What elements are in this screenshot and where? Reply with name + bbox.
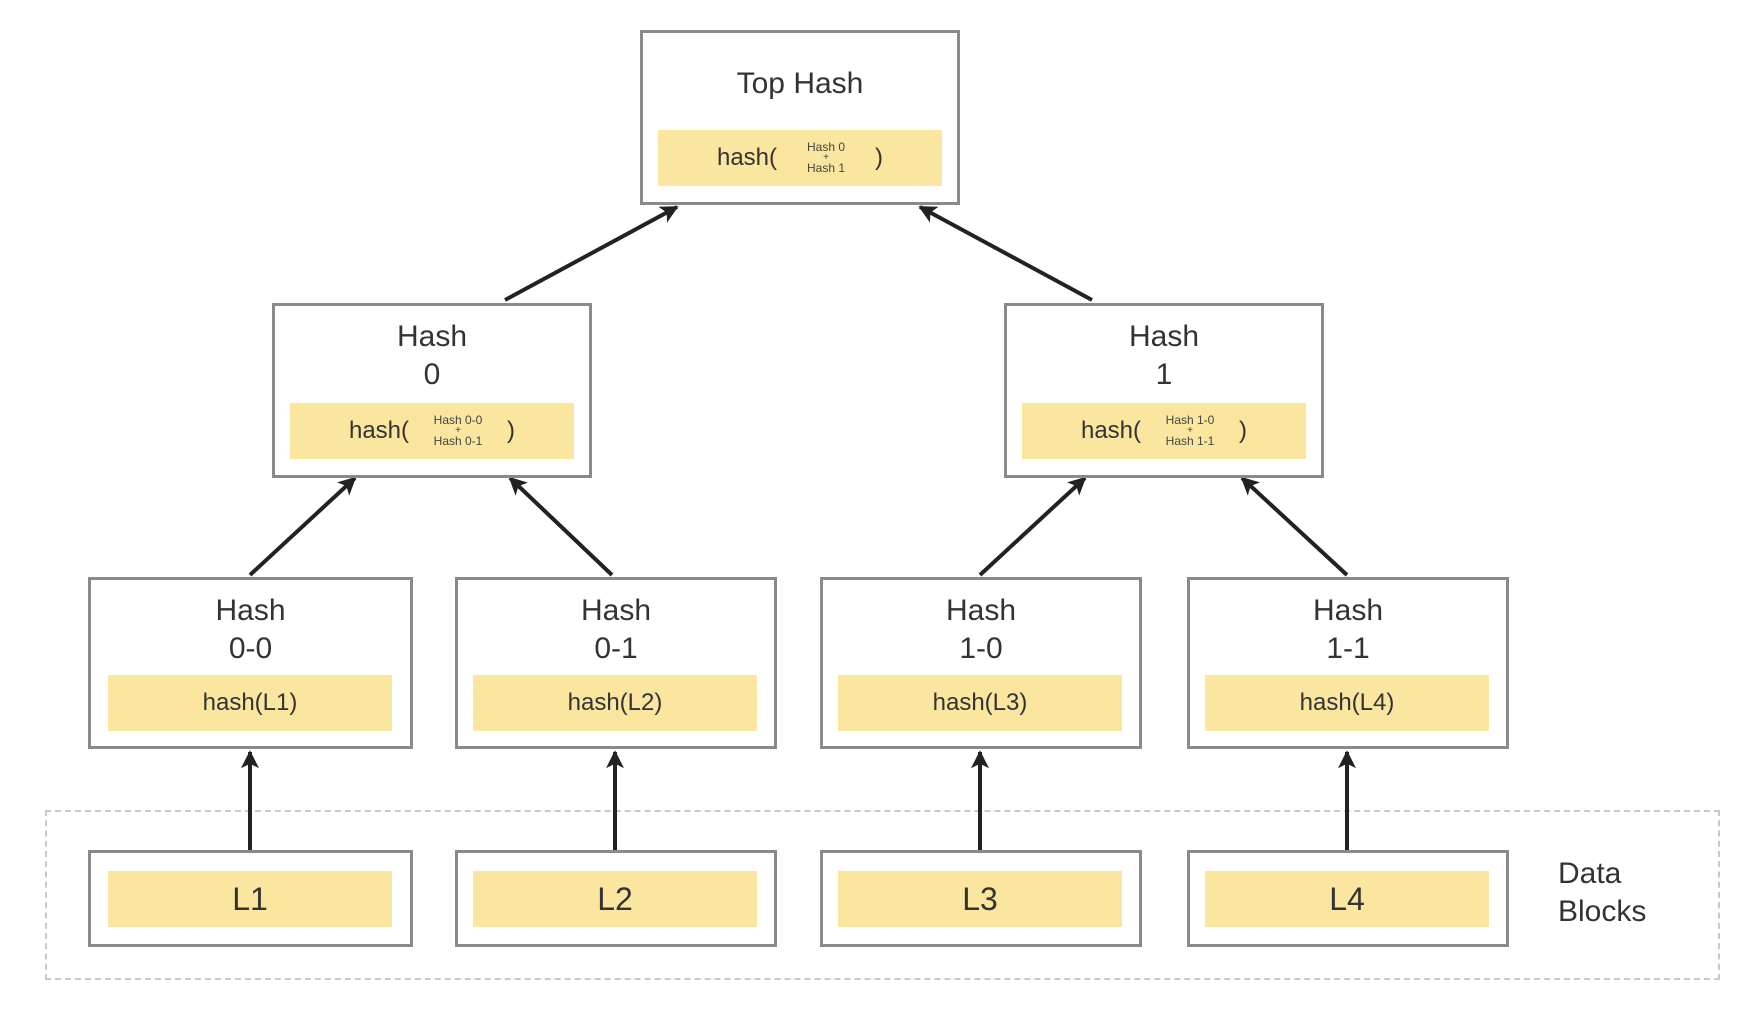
hash-0-1-node: Hash 0-1 hash(L2)	[455, 577, 777, 749]
leaf-l4-node: L4	[1187, 850, 1509, 947]
hash-0-fn-close: )	[507, 417, 516, 444]
hash-0-arg1: Hash 0-0	[433, 413, 483, 427]
data-blocks-label-line1: Data	[1558, 857, 1622, 890]
hash-1-fn-args: Hash 1-0 + Hash 1-1	[1155, 414, 1225, 448]
hash-1-1-node: Hash 1-1 hash(L4)	[1187, 577, 1509, 749]
edge-hash0-to-top	[504, 205, 679, 302]
hash-1-title: Hash 1	[1007, 318, 1321, 394]
leaf-l1-label: L1	[108, 871, 392, 927]
edge-hash11-to-hash1	[1240, 476, 1349, 577]
hash-0-fn-args: Hash 0-0 + Hash 0-1	[423, 414, 493, 448]
edge-hash00-to-hash0	[248, 476, 357, 577]
hash-0-arg2: Hash 0-1	[433, 434, 483, 448]
top-fn-close: )	[875, 144, 884, 171]
top-arg1: Hash 0	[807, 140, 846, 154]
top-hash-node: Top Hash hash( Hash 0 + Hash 1 )	[640, 30, 960, 205]
data-blocks-label-line2: Blocks	[1558, 895, 1647, 928]
hash-1-0-formula: hash(L3)	[838, 675, 1122, 731]
edge-hash01-to-hash0	[508, 476, 614, 577]
hash-1-title-line1: Hash	[1128, 320, 1200, 353]
hash-1-arg1: Hash 1-0	[1165, 413, 1215, 427]
hash-1-fn-label: hash(	[1080, 417, 1142, 444]
hash-0-0-title-line1: Hash	[215, 594, 286, 627]
hash-1-fn-close: )	[1239, 417, 1248, 444]
hash-0-fn-label: hash(	[348, 417, 410, 444]
hash-1-1-title-line1: Hash	[1312, 594, 1384, 627]
data-blocks-frame	[45, 810, 1720, 980]
top-hash-formula: hash( Hash 0 + Hash 1 )	[658, 130, 942, 186]
hash-1-1-formula: hash(L4)	[1205, 675, 1489, 731]
hash-1-0-title: Hash 1-0	[823, 592, 1139, 668]
hash-0-1-title: Hash 0-1	[458, 592, 774, 668]
leaf-l4-label: L4	[1205, 871, 1489, 927]
hash-0-1-formula: hash(L2)	[473, 675, 757, 731]
hash-0-1-title-line2: 0-1	[594, 632, 638, 665]
hash-0-node: Hash 0 hash( Hash 0-0 + Hash 0-1 )	[272, 303, 592, 478]
leaf-l2-node: L2	[455, 850, 777, 947]
hash-0-0-node: Hash 0-0 hash(L1)	[88, 577, 413, 749]
hash-1-node: Hash 1 hash( Hash 1-0 + Hash 1-1 )	[1004, 303, 1324, 478]
hash-1-1-title-line2: 1-1	[1326, 632, 1370, 665]
hash-1-0-title-line2: 1-0	[959, 632, 1003, 665]
hash-0-plus: +	[455, 425, 461, 436]
hash-1-plus: +	[1187, 425, 1193, 436]
hash-1-formula: hash( Hash 1-0 + Hash 1-1 )	[1022, 403, 1306, 459]
data-blocks-label: Data Blocks	[1558, 855, 1646, 931]
edge-hash10-to-hash1	[978, 476, 1087, 577]
top-arg2: Hash 1	[807, 161, 846, 175]
hash-0-title-line1: Hash	[396, 320, 468, 353]
leaf-l2-label: L2	[473, 871, 757, 927]
hash-0-0-title: Hash 0-0	[91, 592, 410, 668]
hash-1-title-line2: 1	[1155, 358, 1173, 391]
hash-1-0-title-line1: Hash	[945, 594, 1017, 627]
hash-0-0-title-line2: 0-0	[228, 632, 273, 665]
leaf-l1-node: L1	[88, 850, 413, 947]
hash-0-title-line2: 0	[423, 358, 441, 391]
hash-0-title: Hash 0	[275, 318, 589, 394]
hash-1-1-title: Hash 1-1	[1190, 592, 1506, 668]
hash-0-0-formula: hash(L1)	[108, 675, 392, 731]
hash-1-0-node: Hash 1-0 hash(L3)	[820, 577, 1142, 749]
top-fn-args: Hash 0 + Hash 1	[791, 141, 861, 175]
hash-1-arg2: Hash 1-1	[1165, 434, 1215, 448]
leaf-l3-node: L3	[820, 850, 1142, 947]
hash-0-1-title-line1: Hash	[580, 594, 652, 627]
hash-0-formula: hash( Hash 0-0 + Hash 0-1 )	[290, 403, 574, 459]
leaf-l3-label: L3	[838, 871, 1122, 927]
edge-hash1-to-top	[918, 205, 1093, 302]
top-fn-label: hash(	[716, 144, 778, 171]
top-hash-title: Top Hash	[736, 67, 864, 100]
top-plus: +	[823, 152, 829, 163]
